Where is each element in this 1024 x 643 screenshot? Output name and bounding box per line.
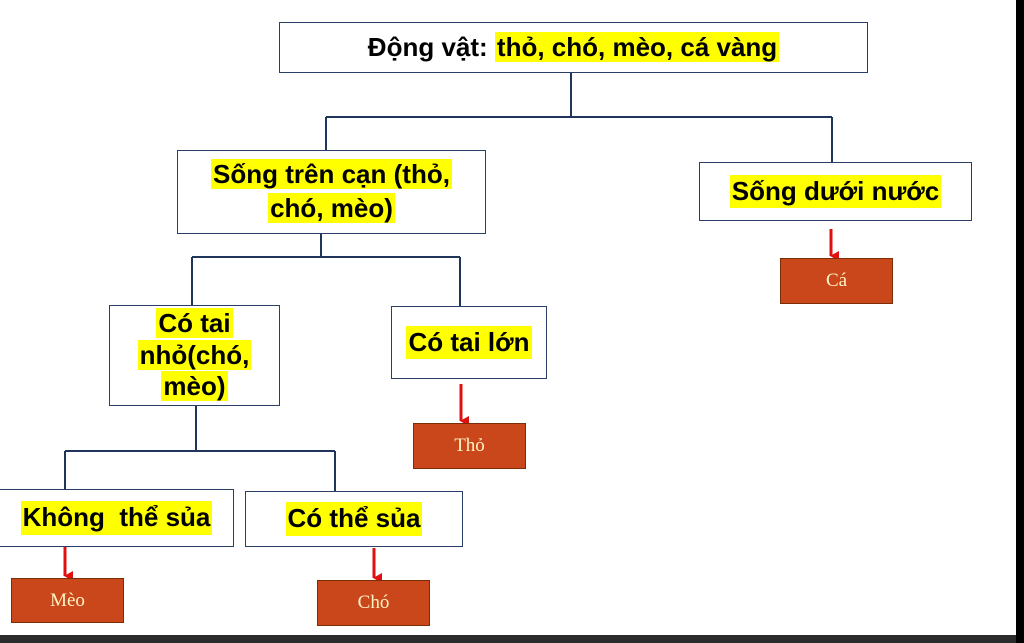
land-label-line2: chó, mèo) bbox=[268, 193, 395, 223]
big-ears-node: Có tai lớn bbox=[391, 306, 547, 379]
root-label-highlight: thỏ, chó, mèo, cá vàng bbox=[494, 31, 780, 62]
leaf-rabbit: Thỏ bbox=[413, 423, 526, 469]
slide-canvas: Động vật: thỏ, chó, mèo, cá vàng Sống tr… bbox=[0, 0, 1016, 635]
leaf-rabbit-label: Thỏ bbox=[454, 435, 485, 456]
connector-land-children bbox=[191, 233, 461, 306]
water-label: Sống dưới nước bbox=[729, 174, 942, 209]
root-node: Động vật: thỏ, chó, mèo, cá vàng bbox=[279, 22, 868, 73]
leaf-fish-label: Cá bbox=[825, 270, 848, 291]
water-node: Sống dưới nước bbox=[699, 162, 972, 221]
can-bark-node: Có thể sủa bbox=[245, 491, 463, 547]
leaf-cat: Mèo bbox=[11, 578, 124, 623]
root-label-prefix: Động vật: bbox=[367, 31, 495, 62]
small-ears-node: Có tai nhỏ(chó, mèo) bbox=[109, 305, 280, 406]
connector-lines bbox=[63, 72, 839, 583]
leaf-fish: Cá bbox=[780, 258, 893, 304]
leaf-cat-label: Mèo bbox=[50, 589, 85, 611]
cannot-bark-node: Không thể sủa bbox=[0, 489, 234, 547]
small-ears-line3: mèo) bbox=[161, 371, 228, 402]
land-node: Sống trên cạn (thỏ, chó, mèo) bbox=[177, 150, 486, 234]
leaf-dog-label: Chó bbox=[357, 592, 390, 613]
land-label-line1: Sống trên cạn (thỏ, bbox=[211, 159, 452, 190]
bottom-bar bbox=[0, 635, 1016, 643]
connector-small-ears-children bbox=[64, 405, 336, 491]
cannot-bark-label: Không thể sủa bbox=[20, 501, 213, 535]
small-ears-line2: nhỏ(chó, bbox=[137, 339, 252, 370]
small-ears-line1: Có tai bbox=[156, 307, 233, 338]
can-bark-label: Có thể sủa bbox=[285, 502, 423, 536]
big-ears-label: Có tai lớn bbox=[406, 325, 532, 360]
leaf-dog: Chó bbox=[317, 580, 430, 626]
connector-root-children bbox=[325, 72, 833, 162]
